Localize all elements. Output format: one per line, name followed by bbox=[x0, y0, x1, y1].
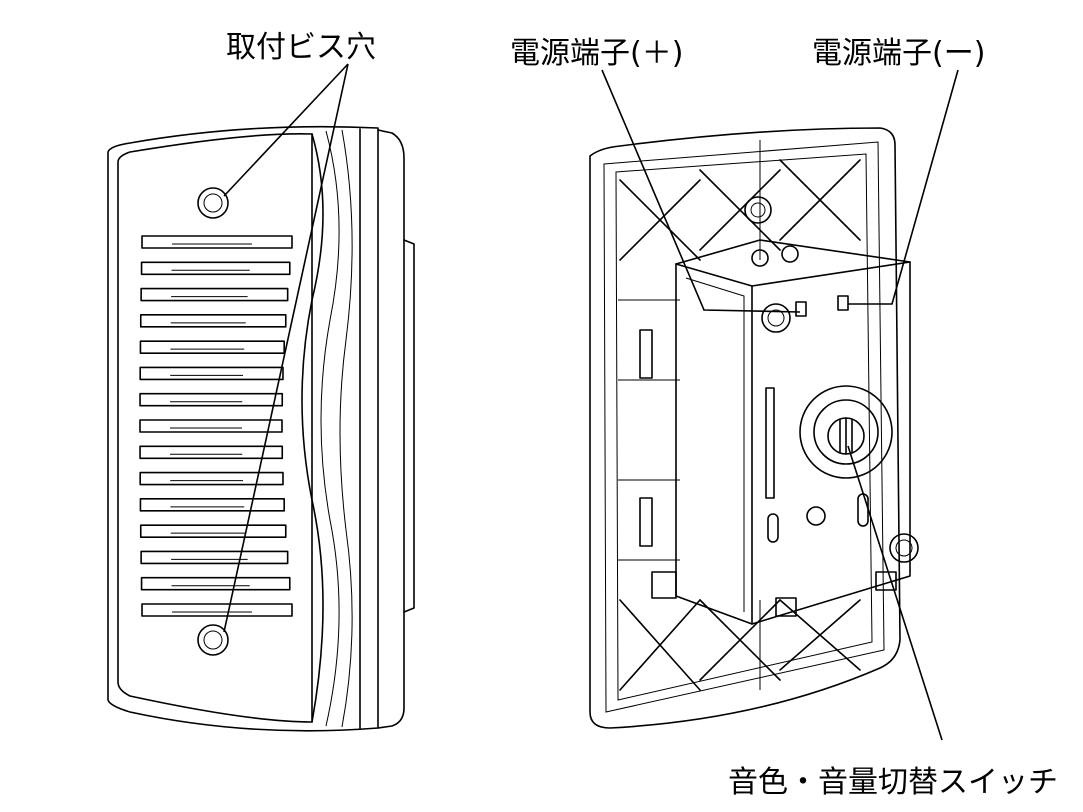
front-face-panel bbox=[117, 133, 313, 723]
module-top-edge bbox=[751, 261, 911, 287]
speaker-slot bbox=[141, 235, 293, 249]
module-oval-1 bbox=[767, 513, 779, 543]
top-screw-hole-inner bbox=[203, 193, 223, 213]
back-inner-frame bbox=[603, 141, 885, 713]
module-screw-outer bbox=[761, 303, 791, 333]
speaker-slots bbox=[139, 235, 293, 617]
module-front-edge bbox=[675, 263, 753, 625]
label-tone-switch: 音色・音量切替スイッチ bbox=[728, 765, 1058, 800]
speaker-slot bbox=[140, 576, 291, 591]
front-bevel-curve-2 bbox=[320, 130, 340, 727]
leader-lines bbox=[223, 63, 959, 741]
speaker-slot bbox=[140, 550, 289, 565]
back-mount-hole bbox=[744, 196, 772, 224]
clip-bottom-2 bbox=[775, 597, 797, 617]
clip-bottom-1 bbox=[651, 571, 677, 599]
module-oval-2 bbox=[857, 493, 869, 527]
speaker-slot bbox=[140, 287, 289, 302]
clip-left-1 bbox=[639, 329, 653, 379]
back-mount-hole-inner bbox=[750, 202, 766, 218]
terminal-slot-2 bbox=[837, 295, 849, 311]
switch-knob-grip bbox=[839, 417, 853, 455]
switch-ring-outer bbox=[799, 385, 893, 479]
speaker-slot bbox=[139, 445, 284, 460]
terminal-slot-1 bbox=[795, 301, 807, 317]
speaker-slot bbox=[139, 498, 285, 512]
clip-bottom-3 bbox=[875, 571, 897, 591]
module-vent-slot bbox=[765, 387, 775, 499]
module-box bbox=[675, 239, 911, 625]
module-inner-edge bbox=[685, 277, 745, 612]
terminal-plus bbox=[751, 249, 769, 267]
back-inner-frame-2 bbox=[615, 153, 873, 701]
front-back-plate bbox=[403, 239, 415, 613]
back-lower-screw-outer bbox=[889, 533, 919, 563]
lattice-ribs bbox=[618, 140, 861, 691]
front-bevel-curve-1 bbox=[301, 133, 324, 723]
back-view bbox=[589, 127, 919, 729]
front-outer-body bbox=[107, 125, 379, 732]
terminal-minus bbox=[781, 245, 799, 263]
front-view bbox=[107, 125, 415, 732]
front-side-edge bbox=[377, 129, 405, 729]
clip-left-2 bbox=[639, 497, 653, 547]
bottom-screw-hole-inner bbox=[203, 630, 223, 650]
speaker-slot bbox=[139, 419, 283, 433]
switch-ring-inner bbox=[813, 399, 879, 465]
label-power-plus: 電源端子(＋) bbox=[510, 36, 684, 71]
module-screw-inner bbox=[767, 309, 785, 327]
speaker-slot bbox=[139, 524, 287, 538]
speaker-slot bbox=[139, 314, 287, 328]
back-lower-screw-inner bbox=[895, 539, 913, 557]
top-screw-hole-outer bbox=[197, 187, 229, 219]
speaker-slot bbox=[139, 366, 284, 381]
front-bevel-curve-3 bbox=[339, 129, 353, 728]
back-outer-frame bbox=[589, 127, 901, 729]
label-power-minus: 電源端子(ー) bbox=[812, 36, 986, 71]
module-small-hole bbox=[806, 506, 826, 526]
speaker-slot bbox=[140, 261, 291, 276]
speaker-slot bbox=[139, 471, 284, 486]
speaker-slot bbox=[141, 603, 293, 617]
label-screw-holes: 取付ビス穴 bbox=[226, 30, 376, 65]
speaker-slot bbox=[139, 340, 285, 354]
bottom-screw-hole-outer bbox=[197, 624, 229, 656]
speaker-slot bbox=[139, 392, 284, 407]
